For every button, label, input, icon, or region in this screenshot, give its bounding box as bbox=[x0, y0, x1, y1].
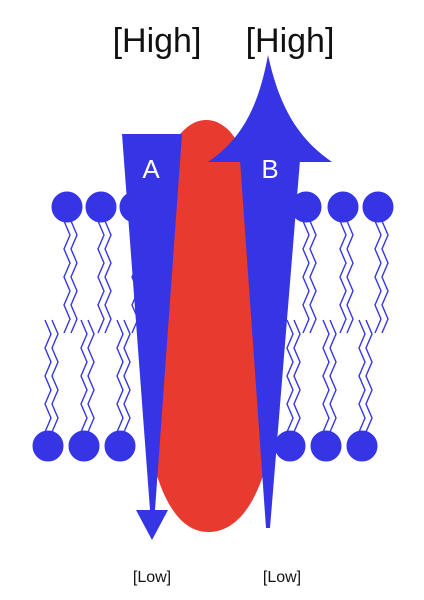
arrow-a-label: A bbox=[142, 154, 160, 184]
lipid-head bbox=[104, 319, 136, 462]
lipid-head bbox=[310, 319, 342, 462]
lipid-head bbox=[327, 191, 359, 334]
lipid-head bbox=[362, 191, 394, 334]
low-right-label: [Low] bbox=[263, 569, 301, 586]
lipid-head bbox=[85, 191, 117, 334]
low-left-label: [Low] bbox=[133, 569, 171, 586]
arrow-b-up bbox=[208, 55, 332, 528]
high-left-label: [High] bbox=[113, 22, 202, 60]
lipid-head bbox=[68, 319, 100, 462]
arrow-b-label: B bbox=[261, 154, 278, 184]
lipid-head bbox=[51, 191, 83, 334]
lipid-head bbox=[346, 319, 378, 462]
lipid-head bbox=[32, 319, 64, 462]
arrow-a-down bbox=[122, 134, 182, 540]
high-right-label: [High] bbox=[246, 22, 335, 60]
